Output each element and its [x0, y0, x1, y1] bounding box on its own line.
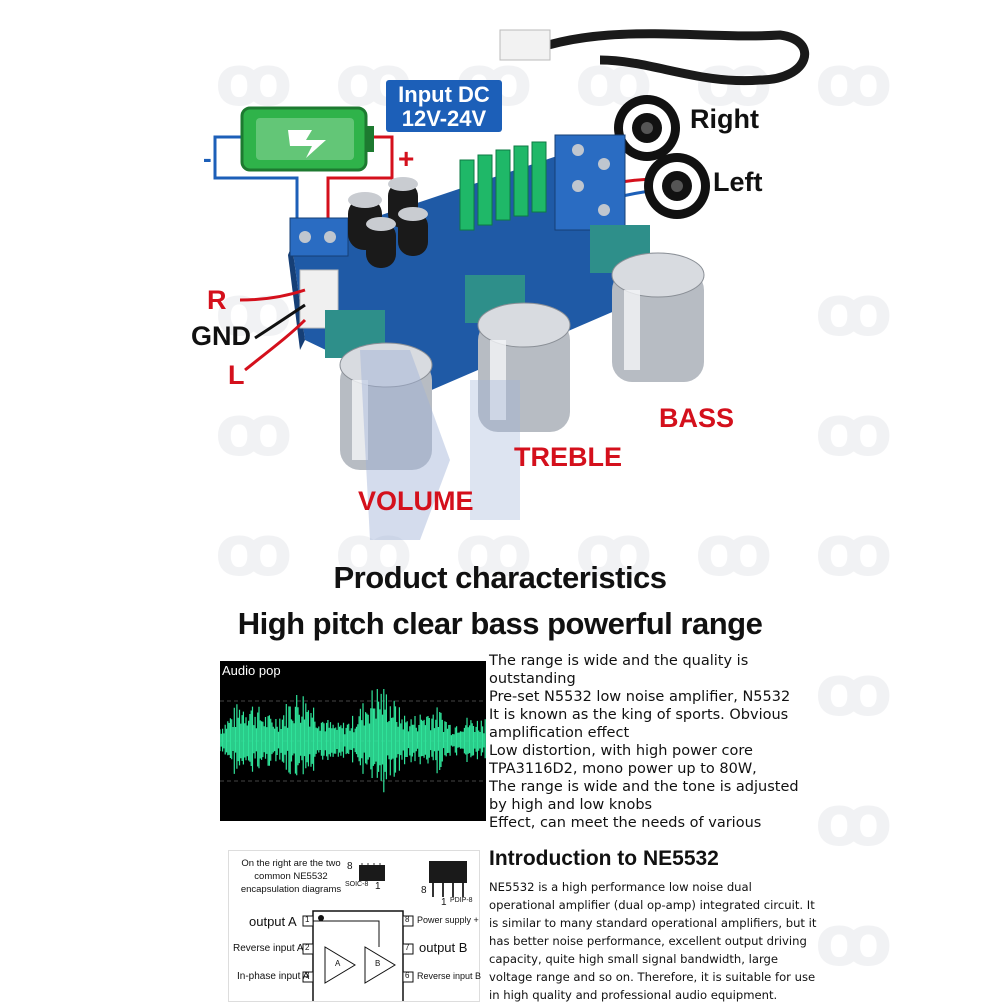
pdip-chip-icon	[429, 861, 467, 883]
description-line: by high and low knobs	[489, 797, 653, 813]
description-line: amplification effect	[489, 725, 630, 741]
pin-number: 2	[305, 943, 310, 952]
input-dc-voltage: 12V-24V	[401, 106, 487, 131]
description-line: The range is wide and the tone is adjust…	[489, 779, 799, 795]
product-illustration: Input DC 12V-24V - + Right Left R GND L …	[191, 29, 810, 540]
treble-knob	[477, 302, 571, 432]
intro-title: Introduction to NE5532	[489, 847, 719, 870]
board-drawing	[213, 29, 810, 540]
description-line: Low distortion, with high power core	[489, 743, 753, 759]
soic-label: SOIC-8	[345, 881, 369, 888]
left-speaker-label: Left	[713, 167, 763, 197]
l-channel-label: L	[228, 360, 245, 390]
pin-power-supply-plus: Power supply +	[417, 915, 479, 925]
description-line: Effect, can meet the needs of various	[489, 815, 762, 831]
chip-drawing	[302, 861, 467, 1001]
right-speaker-icon	[614, 95, 680, 161]
r-channel-label: R	[207, 285, 227, 315]
intro-line: in high quality and professional audio e…	[489, 988, 778, 1002]
waveform-graphic	[220, 689, 486, 793]
pin-number: 1	[305, 915, 310, 924]
pdip-pin8-label: 8	[421, 885, 427, 896]
right-speaker-label: Right	[690, 104, 759, 134]
soic-pin1-label: 1	[375, 881, 381, 892]
plus-sign: +	[398, 143, 415, 174]
intro-line: capacity, quite high small signal bandwi…	[489, 952, 778, 966]
audio-waveform-panel: Audio pop	[220, 661, 486, 821]
bass-label: BASS	[659, 403, 735, 433]
pin-inphase-input-a: In-phase input A	[237, 971, 310, 982]
pdip-label: PDIP-8	[450, 897, 473, 904]
feature-description: The range is wide and the quality is out…	[489, 652, 799, 832]
soic-chip-icon	[359, 865, 385, 881]
pin-output-a: output A	[249, 914, 297, 929]
intro-body: NE5532 is a high performance low noise d…	[489, 878, 817, 1004]
input-dc-badge: Input DC 12V-24V	[386, 80, 502, 132]
encapsulation-note: On the right are the two common NE5532 e…	[240, 858, 342, 895]
description-line: It is known as the king of sports. Obvio…	[489, 707, 789, 723]
amplifier-b-label: B	[375, 959, 381, 968]
description-line: TPA3116D2, mono power up to 80W,	[489, 761, 757, 777]
left-speaker-icon	[644, 153, 710, 219]
soic-pin8-label: 8	[347, 861, 353, 872]
intro-line: operational amplifier (dual op-amp) inte…	[489, 898, 815, 912]
volume-knob	[339, 342, 433, 470]
description-line: The range is wide and the quality is	[489, 653, 749, 669]
intro-line: NE5532 is a high performance low noise d…	[489, 880, 752, 894]
waveform-trace	[220, 689, 486, 793]
volume-label: VOLUME	[358, 486, 474, 516]
gnd-label: GND	[191, 321, 251, 351]
pin-reverse-input-b: Reverse input B	[417, 971, 482, 981]
pin-number: 3	[305, 971, 310, 980]
pin-output-b: output B	[419, 940, 468, 955]
description-line: Pre-set N5532 low noise amplifier, N5532	[489, 689, 791, 705]
pdip-pin1-label: 1	[441, 897, 447, 908]
section-title: Product characteristics	[333, 560, 667, 595]
bass-knob	[611, 252, 705, 382]
minus-sign: -	[203, 143, 212, 173]
input-dc-label: Input DC	[398, 82, 490, 107]
intro-line: has better noise performance, excellent …	[489, 934, 807, 948]
amplifier-a-label: A	[335, 959, 341, 968]
ne5532-pinout-diagram: On the right are the two common NE5532 e…	[228, 850, 482, 1002]
pin-number: 7	[405, 943, 410, 952]
pin-number: 8	[405, 915, 410, 924]
pin-reverse-input-a: Reverse input A	[233, 943, 304, 954]
description-line: outstanding	[489, 671, 576, 687]
treble-label: TREBLE	[514, 442, 622, 472]
audio-panel-title: Audio pop	[222, 663, 281, 678]
section-subtitle: High pitch clear bass powerful range	[237, 606, 763, 641]
intro-line: is similar to many standard operational …	[489, 916, 817, 930]
intro-line: voltage range and so on. Therefore, it i…	[489, 970, 816, 984]
pin-number: 6	[405, 971, 410, 980]
